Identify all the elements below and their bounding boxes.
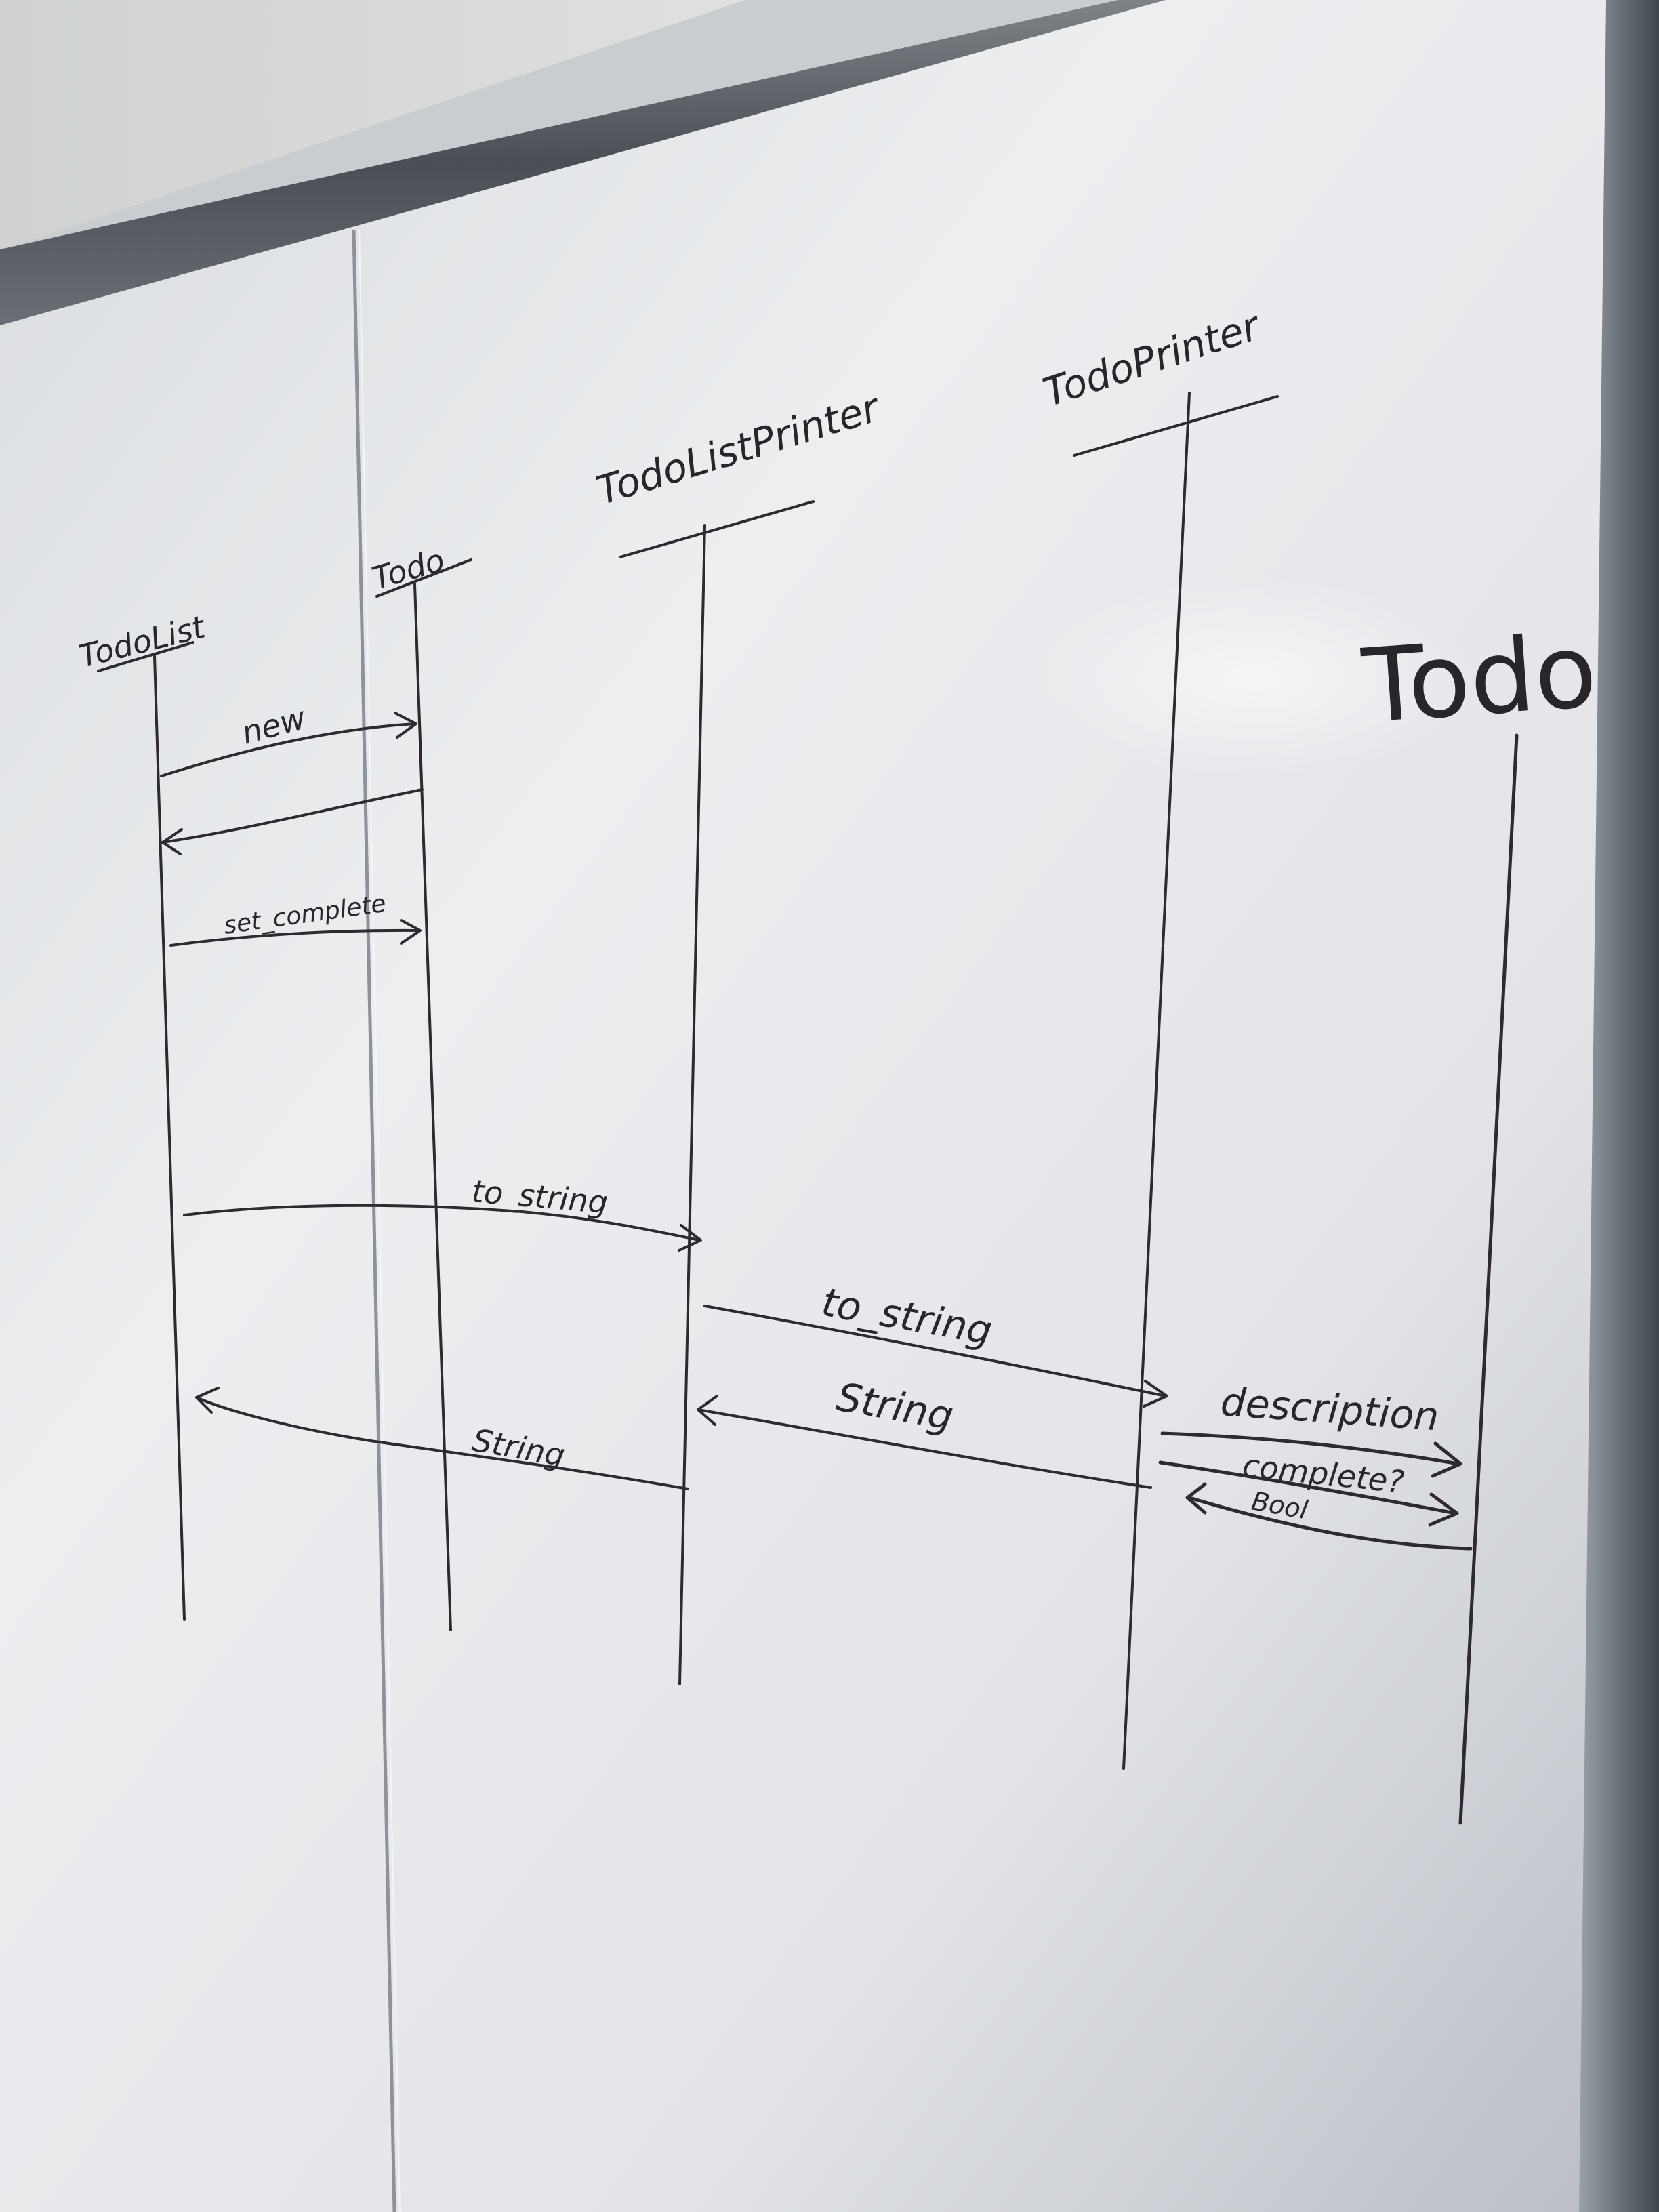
arrowhead (697, 1395, 718, 1426)
lifeline-todoprinter (1122, 392, 1191, 1770)
participant-underline (375, 558, 472, 598)
lifeline-todolist (153, 655, 186, 1621)
arrowhead (678, 1224, 702, 1252)
arrowhead (1428, 1492, 1459, 1527)
wall (0, 0, 745, 251)
arrowhead (394, 712, 417, 739)
lifeline-todo (413, 583, 452, 1631)
arrowhead (1185, 1482, 1207, 1515)
participant-todo-large: Todo (1358, 612, 1600, 746)
arrowhead (400, 919, 422, 945)
message-arrow (697, 1408, 1152, 1489)
panel-seam (352, 230, 396, 2212)
message-arrow (1160, 1431, 1460, 1466)
arrowhead (1143, 1380, 1168, 1408)
participant-underline (97, 641, 194, 672)
arrowhead (195, 1387, 220, 1414)
message-arrow (1187, 1496, 1473, 1551)
arrowhead (161, 828, 183, 855)
message-arrow (160, 722, 416, 777)
board-top-frame (0, 0, 1166, 325)
message-arrow (169, 928, 420, 947)
message-arrow (183, 1204, 701, 1242)
message-arrow (703, 1305, 1167, 1397)
participant-underline (619, 500, 815, 558)
light-glare (1030, 576, 1477, 779)
participant-label-todo-large: Todo (1358, 612, 1600, 746)
board-right-edge (1579, 0, 1659, 2212)
message-arrow (195, 1396, 689, 1490)
lifeline-todolistprinter (678, 524, 706, 1685)
message-arrow (1158, 1460, 1458, 1515)
panel-seam-highlight (359, 230, 401, 2212)
participant-underline (1073, 395, 1279, 457)
arrowhead (1431, 1441, 1462, 1478)
lifeline-todo-large (1458, 733, 1519, 1825)
message-return-new (161, 788, 424, 855)
message-arrow (161, 788, 424, 844)
